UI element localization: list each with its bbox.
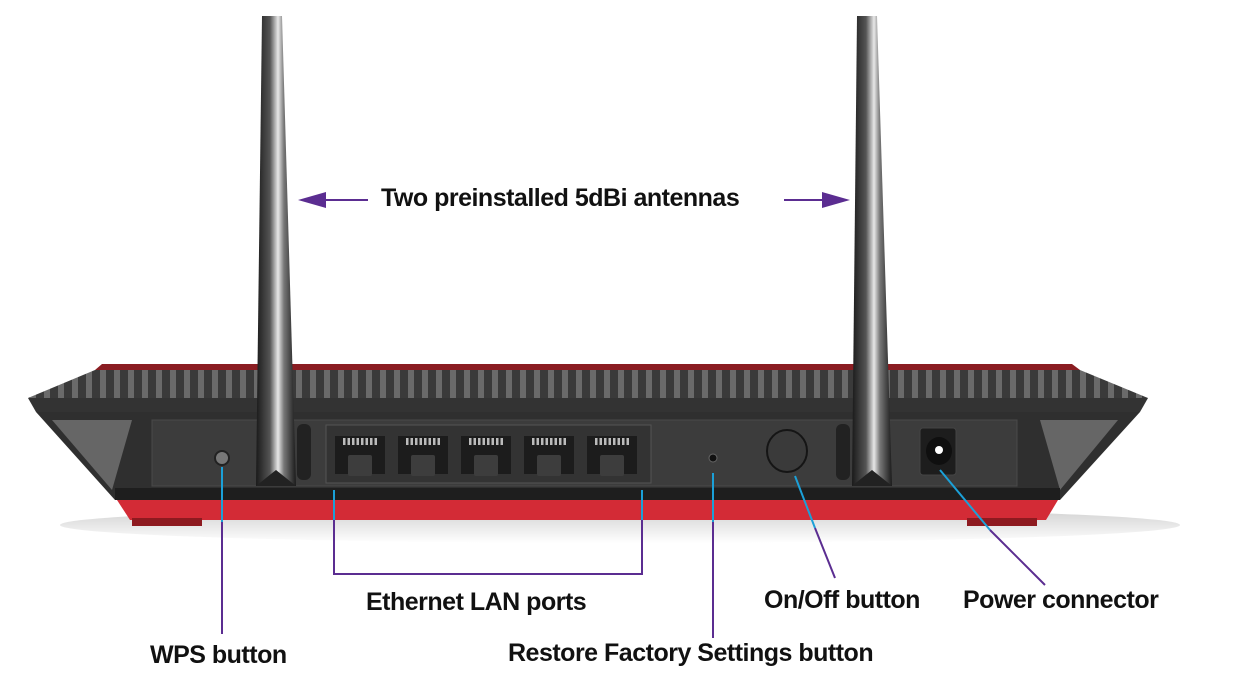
antenna-right — [836, 16, 892, 486]
label-wps: WPS button — [150, 641, 287, 669]
power-toggle-button[interactable] — [766, 429, 808, 473]
wps-button[interactable] — [214, 450, 230, 466]
label-power: Power connector — [963, 586, 1159, 614]
right-foot — [967, 518, 1037, 526]
lan-port[interactable] — [335, 436, 385, 476]
left-wing — [52, 420, 132, 490]
label-lan-ports: Ethernet LAN ports — [366, 588, 587, 616]
label-onoff: On/Off button — [764, 586, 920, 614]
callout-power — [989, 529, 1046, 586]
lan-port[interactable] — [398, 436, 448, 476]
callout-onoff — [814, 527, 836, 579]
red-base — [117, 500, 1058, 520]
lan-port[interactable] — [524, 436, 574, 476]
power-jack-pin — [935, 446, 943, 454]
restore-pinhole[interactable] — [708, 453, 718, 463]
callout-lines — [221, 467, 1046, 638]
label-restore: Restore Factory Settings button — [508, 639, 874, 667]
top-vents — [28, 370, 1148, 398]
callout-lan-bracket — [333, 520, 643, 575]
lan-port[interactable] — [461, 436, 511, 476]
top-lip — [28, 398, 1148, 412]
top-red-stripe — [95, 364, 1080, 370]
label-antennas: Two preinstalled 5dBi antennas — [381, 184, 740, 212]
bottom-strip — [115, 488, 1060, 500]
antenna-callout-arrows — [298, 192, 850, 208]
lan-ports — [335, 436, 637, 476]
right-wing — [1040, 420, 1118, 490]
left-foot — [132, 518, 202, 526]
lan-port[interactable] — [587, 436, 637, 476]
antenna-left — [256, 16, 311, 486]
